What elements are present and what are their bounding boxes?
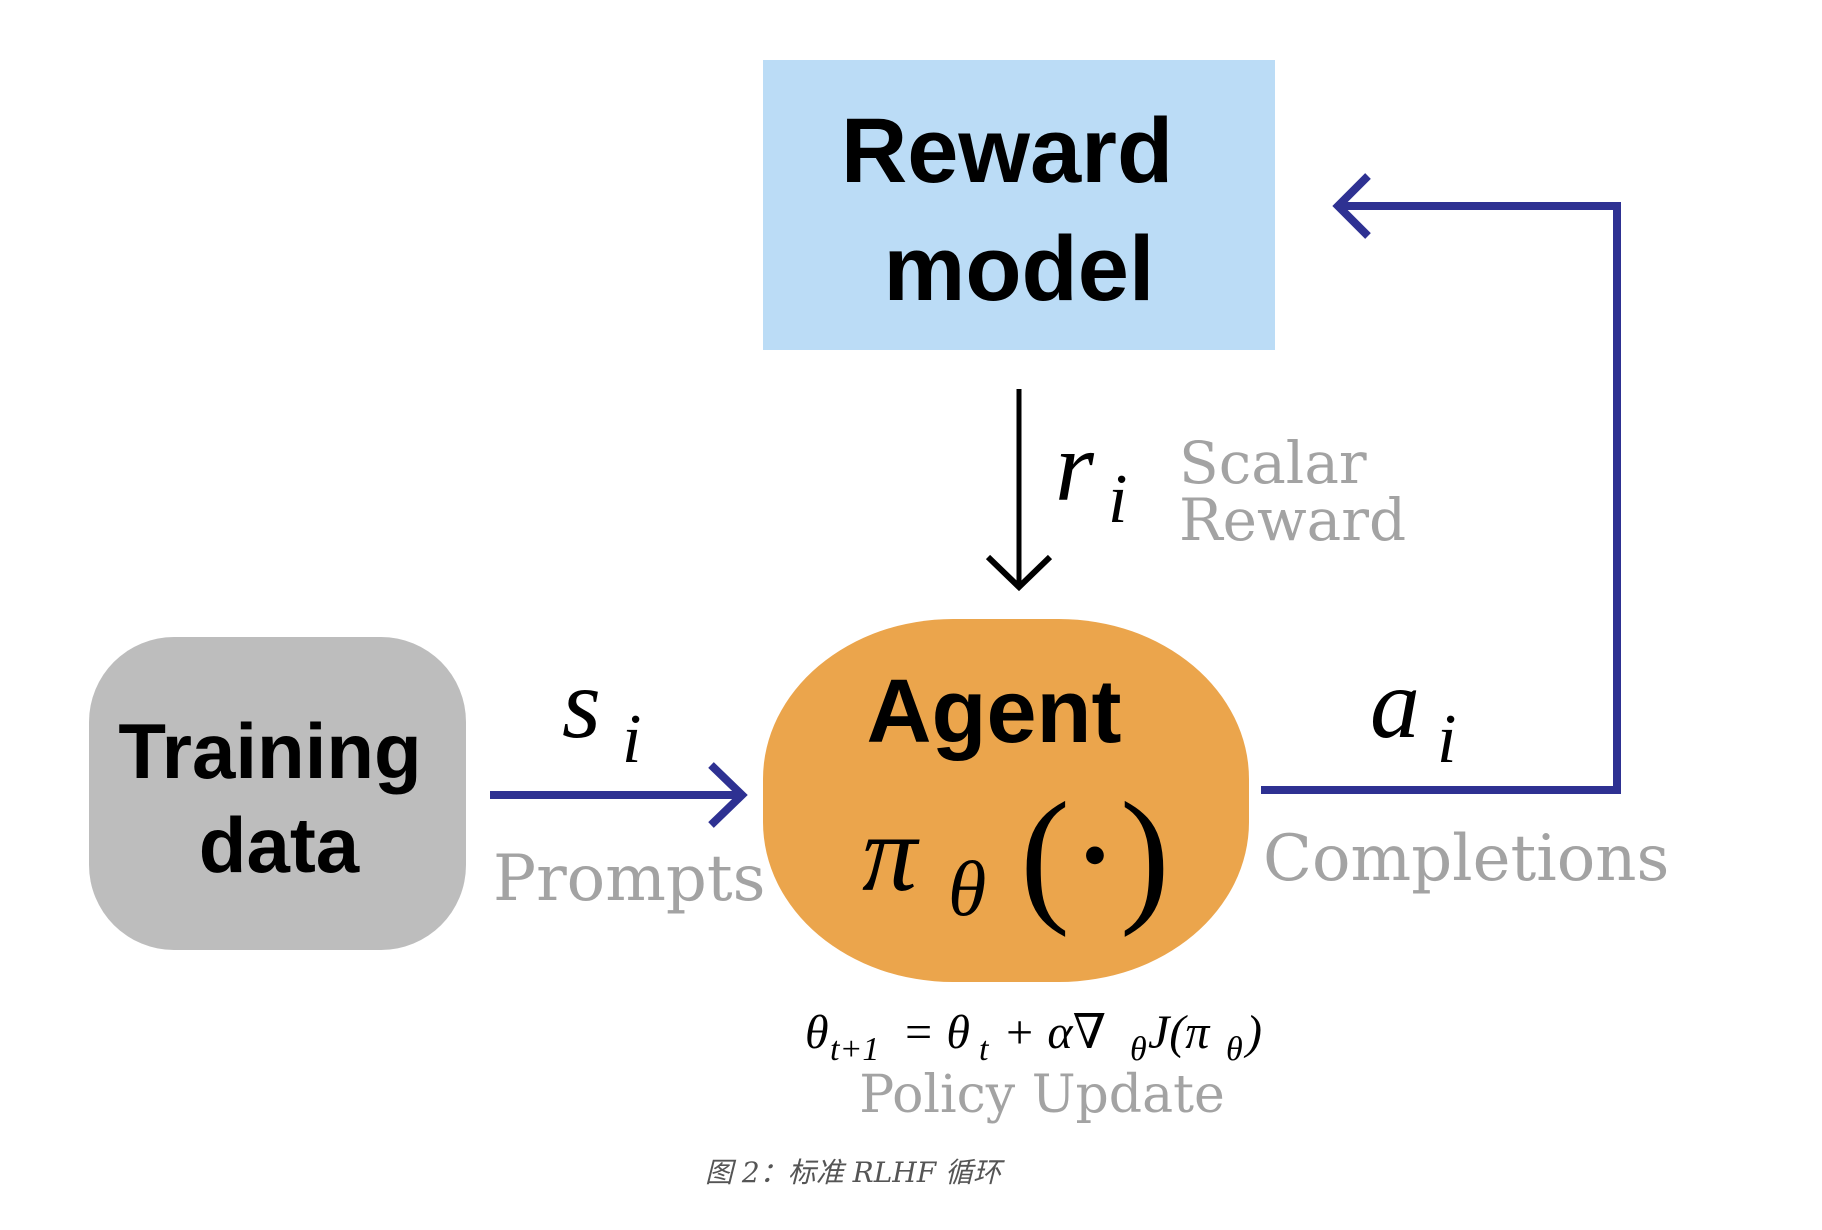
formula-sub-t: t bbox=[979, 1031, 990, 1068]
reward-arrowhead-icon bbox=[985, 554, 1053, 592]
reward-model-label-line1: Reward bbox=[841, 100, 1173, 202]
reward-label-line2: Reward bbox=[1179, 486, 1406, 554]
policy-symbol: π bbox=[862, 792, 920, 914]
policy-update: θ t+1 = θ t + α∇ θ J(π θ ) Policy Update bbox=[805, 1006, 1262, 1125]
training-data-node: Training data bbox=[89, 637, 466, 950]
prompts-label: Prompts bbox=[493, 842, 765, 916]
agent-node: Agent π θ (·) bbox=[763, 619, 1249, 982]
completions-edge: a i Completions bbox=[1261, 173, 1669, 896]
formula-alpha-nabla: + α∇ bbox=[1003, 1006, 1106, 1059]
prompts-symbol: s bbox=[562, 648, 601, 759]
policy-subscript: θ bbox=[948, 845, 986, 932]
figure-caption: 图 2：标准 RLHF 循环 bbox=[705, 1156, 1005, 1189]
reward-subscript: i bbox=[1108, 461, 1127, 538]
formula-sub-t-plus-1: t+1 bbox=[830, 1031, 879, 1068]
formula-theta: θ bbox=[805, 1006, 829, 1059]
prompts-arrowhead-icon bbox=[708, 762, 748, 828]
agent-label: Agent bbox=[867, 662, 1122, 762]
completions-subscript: i bbox=[1437, 701, 1456, 778]
training-data-label-line2: data bbox=[199, 801, 360, 889]
training-data-box bbox=[89, 637, 466, 950]
reward-model-label-line2: model bbox=[884, 218, 1155, 320]
formula-close: ) bbox=[1243, 1006, 1262, 1059]
formula-sub-theta-1: θ bbox=[1130, 1031, 1147, 1068]
completions-arrow-line bbox=[1261, 202, 1621, 794]
reward-symbol: r bbox=[1055, 411, 1095, 522]
completions-arrowhead-icon bbox=[1332, 173, 1371, 239]
policy-argument: (·) bbox=[1020, 772, 1170, 938]
prompts-subscript: i bbox=[622, 701, 641, 778]
completions-symbol: a bbox=[1370, 648, 1420, 759]
agent-box bbox=[763, 619, 1249, 982]
prompts-edge: s i Prompts bbox=[490, 648, 765, 916]
reward-model-box bbox=[763, 60, 1275, 350]
formula-equals-theta: = θ bbox=[902, 1006, 970, 1059]
completions-label: Completions bbox=[1263, 822, 1669, 896]
reward-edge: r i Scalar Reward bbox=[985, 389, 1406, 592]
formula-j-pi: J(π bbox=[1148, 1006, 1211, 1059]
training-data-label-line1: Training bbox=[118, 707, 421, 795]
reward-model-node: Reward model bbox=[763, 60, 1275, 350]
formula-sub-theta-2: θ bbox=[1226, 1031, 1243, 1068]
reward-label-line1: Scalar bbox=[1179, 429, 1367, 497]
policy-update-label: Policy Update bbox=[859, 1065, 1225, 1125]
